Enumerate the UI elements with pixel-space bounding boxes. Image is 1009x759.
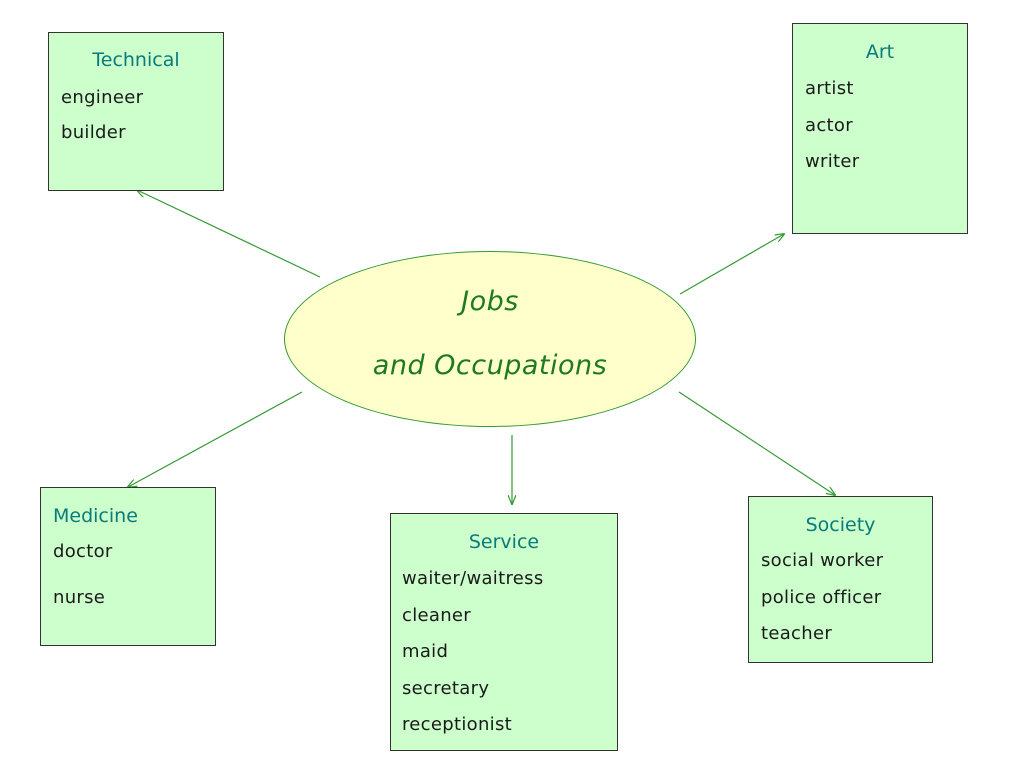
category-title-art: Art [865, 41, 895, 63]
category-box-society: Society social worker police officer tea… [748, 496, 933, 663]
list-item: waiter/waitress [402, 568, 544, 589]
category-title-technical: Technical [92, 49, 180, 71]
category-box-medicine: Medicine doctor nurse [40, 487, 216, 646]
list-item: engineer [61, 87, 144, 108]
category-title-society: Society [805, 514, 876, 536]
list-item: cleaner [402, 605, 471, 626]
category-box-technical: Technical engineer builder [48, 32, 224, 191]
list-item: doctor [53, 541, 113, 562]
list-item: builder [61, 122, 126, 143]
list-item: secretary [402, 678, 490, 699]
list-item: artist [805, 78, 854, 99]
arrow-to-medicine [128, 391, 303, 487]
central-topic-line-2: and Occupations [372, 350, 608, 381]
list-item: teacher [761, 623, 833, 644]
list-item: nurse [53, 587, 106, 608]
list-item: maid [402, 641, 449, 662]
arrow-to-society [678, 391, 835, 495]
arrow-to-art [679, 234, 784, 295]
category-title-service: Service [468, 531, 540, 553]
list-item: writer [805, 151, 860, 172]
list-item: police officer [761, 587, 882, 608]
list-item: receptionist [402, 714, 512, 735]
category-box-service: Service waiter/waitress cleaner maid sec… [390, 513, 618, 751]
central-topic-ellipse: Jobs and Occupations [284, 251, 696, 427]
category-box-art: Art artist actor writer [792, 23, 968, 234]
central-topic-line-1: Jobs [461, 286, 519, 317]
list-item: social worker [761, 550, 884, 571]
category-title-medicine: Medicine [53, 505, 138, 527]
list-item: actor [805, 115, 853, 136]
arrow-to-technical [137, 190, 321, 278]
